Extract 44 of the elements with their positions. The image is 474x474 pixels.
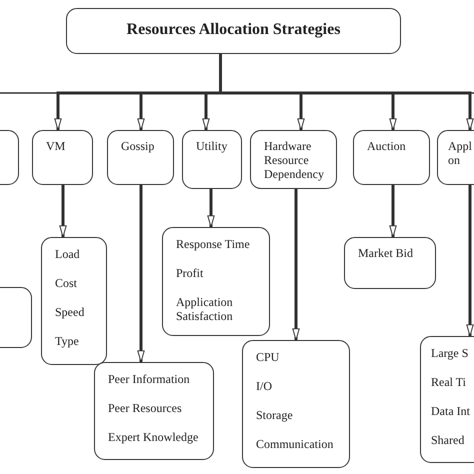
arrow [466,185,474,336]
list-item: Communication [256,437,334,451]
category-box [250,130,337,189]
list-item: Large S [431,346,468,360]
list-item: Storage [256,408,293,422]
category-label: Market Bid [358,246,413,260]
category-label: VM [46,139,66,153]
list-item: Type [55,334,79,348]
list-item: Data Int [431,404,470,418]
category-label: Utility [196,139,228,153]
category-label: Appl on [448,139,473,167]
arrow [59,185,67,238]
list-item: Expert Knowledge [108,430,198,444]
list-item: CPU [256,350,280,364]
category-box [32,130,93,185]
title-box [66,8,401,54]
category-label: Gossip [121,139,154,153]
category-label: Hardware Resource Dependency [264,139,325,181]
list-item: Profit [176,266,204,280]
category-box [353,130,430,185]
list-box [162,227,270,336]
list-item: Peer Resources [108,401,182,415]
list-item: Peer Information [108,372,190,386]
list-item: Response Time [176,237,250,251]
arrow [389,185,397,238]
list-item: Real Ti [431,375,466,389]
list-box [242,340,350,468]
category-label: Auction [367,139,406,153]
list-box [94,362,214,460]
list-item: I/O [256,379,272,393]
arrow [292,189,300,340]
list-item: Shared [431,433,464,447]
arrow [137,185,145,362]
title-text: Resources Allocation Strategies [126,21,342,39]
list-box [41,237,107,365]
list-item: Speed [55,305,84,319]
arrow [219,54,474,130]
list-item: Application Satisfaction [176,295,234,323]
category-box [182,130,242,189]
list-item: Load [55,247,80,261]
category-box [344,237,436,289]
category-box [107,130,174,185]
arrow [207,189,215,228]
list-item: Cost [55,276,78,290]
